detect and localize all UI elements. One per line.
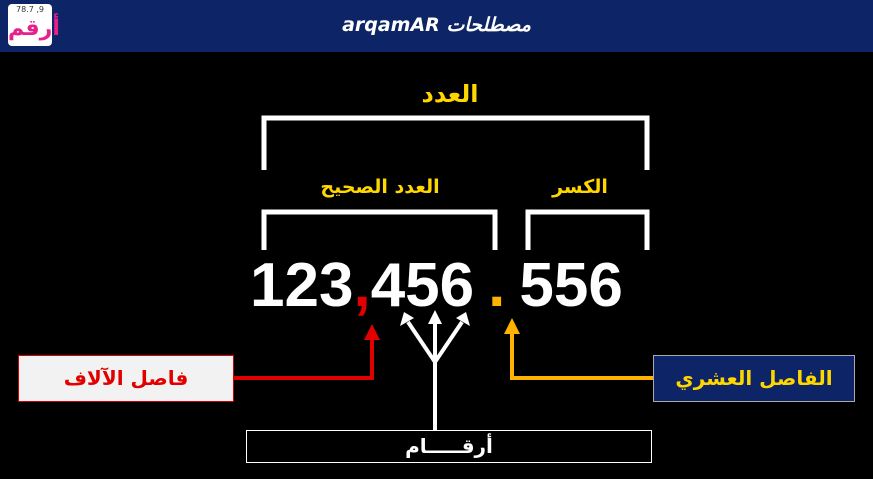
logo-text: أرقم <box>8 16 60 41</box>
number-bracket <box>261 115 650 170</box>
integer-bracket <box>261 209 498 250</box>
digits-box: أرقـــــام <box>246 430 652 463</box>
integer-units-digits: 456 <box>370 251 475 320</box>
decimal-separator-box: الفاصل العشري <box>653 355 855 402</box>
digits-arrow-head-right <box>456 312 470 326</box>
digits-arrow-right <box>433 320 464 364</box>
decimal-arrow-head <box>504 318 520 334</box>
digits-arrow-head-center <box>428 310 442 324</box>
digits-arrow-left <box>406 320 437 364</box>
example-number: 123,456.556 <box>250 246 623 326</box>
digits-arrow-head-left <box>400 312 414 326</box>
fraction-digits: 556 <box>519 251 623 320</box>
fraction-bracket <box>525 209 650 250</box>
label-fraction: الكسر <box>552 176 608 198</box>
integer-thousands-digits: 123 <box>250 251 354 320</box>
app-logo: 78.7 ,9 أرقم <box>8 4 60 46</box>
page-title: arqamAR مصطلحات <box>342 14 531 36</box>
thousands-separator-box: فاصل الآلاف <box>18 355 234 402</box>
decimal-arrow-line <box>510 332 653 380</box>
thousands-arrow-head <box>364 324 380 340</box>
label-integer-part: العدد الصحيح <box>320 176 440 198</box>
thousands-separator-char: , <box>353 251 371 320</box>
logo-small-text: 78.7 ,9 <box>16 5 44 14</box>
header-bar: 78.7 ,9 أرقم arqamAR مصطلحات <box>0 0 873 52</box>
label-number: العدد <box>421 80 479 108</box>
thousands-arrow-line <box>233 338 374 380</box>
decimal-separator-char: . <box>488 251 506 320</box>
